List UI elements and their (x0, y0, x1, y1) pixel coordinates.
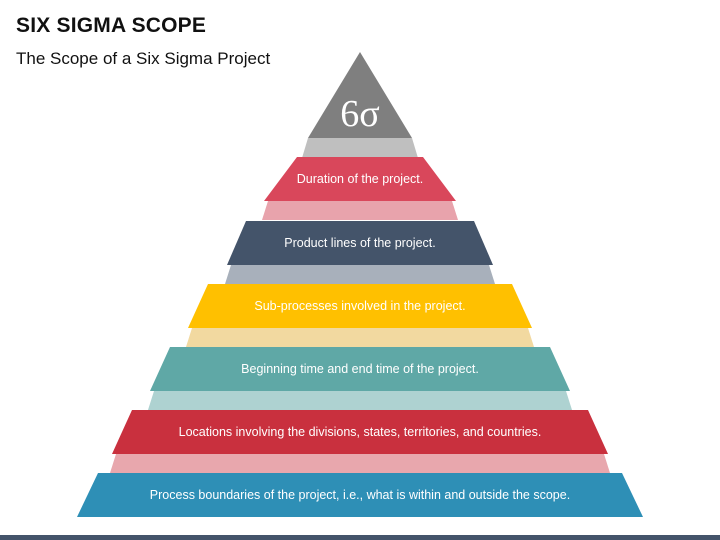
tier-3-front (188, 284, 532, 328)
tier-6-label: Process boundaries of the project, i.e.,… (150, 488, 570, 502)
tier-4-label: Beginning time and end time of the proje… (241, 362, 479, 376)
tier-5-side-strip (110, 454, 610, 473)
tier-1-label: Duration of the project. (297, 172, 423, 186)
tier-1-side-strip (262, 201, 458, 220)
tier-4-side-strip (148, 391, 572, 410)
tier-4-front (150, 347, 570, 391)
tier-6-front (77, 473, 643, 517)
tier-3-side-strip (186, 328, 534, 347)
page-title: SIX SIGMA SCOPE (16, 14, 207, 37)
tier-2-label: Product lines of the project. (284, 236, 435, 250)
tier-1-front (264, 157, 456, 201)
sigma-symbol: 6σ (340, 93, 379, 135)
apex-side-strip (302, 138, 418, 158)
tier-2-front (227, 221, 493, 265)
footer-bar (0, 535, 720, 540)
tier-3-label: Sub-processes involved in the project. (254, 299, 465, 313)
apex-triangle (308, 52, 412, 138)
tier-5-label: Locations involving the divisions, state… (179, 425, 542, 439)
tier-5-front (112, 410, 608, 454)
page-subtitle: The Scope of a Six Sigma Project (16, 49, 271, 68)
tier-2-side-strip (225, 265, 495, 284)
